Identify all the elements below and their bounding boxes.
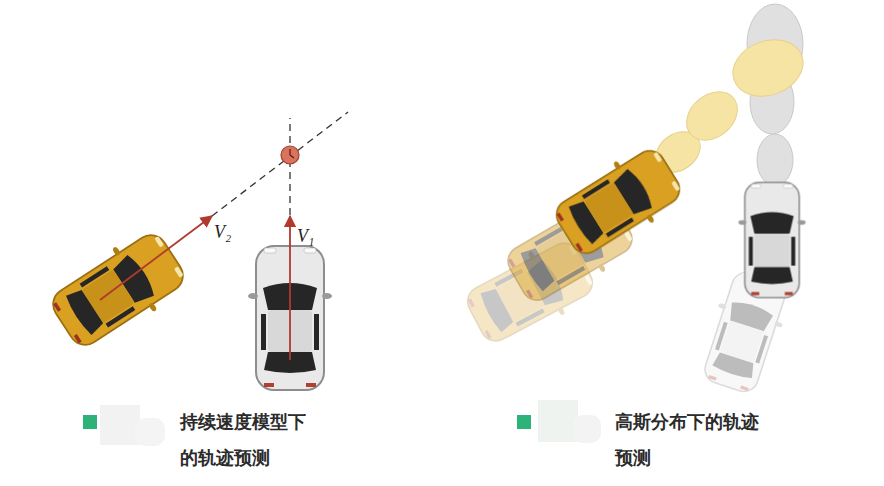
collision-point bbox=[281, 146, 299, 164]
watermark bbox=[135, 418, 165, 446]
dashed-path bbox=[289, 118, 290, 215]
legend-swatch bbox=[83, 415, 97, 429]
white-car bbox=[738, 182, 805, 297]
caption-text: 持续速度模型下 的轨迹预测 bbox=[180, 404, 322, 476]
velocity-arrow bbox=[289, 216, 291, 360]
velocity-label: V₁ bbox=[297, 226, 314, 246]
gaussian-ellipses bbox=[648, 4, 811, 186]
watermark bbox=[573, 415, 601, 443]
watermark bbox=[100, 405, 140, 445]
yellow-car bbox=[43, 223, 193, 357]
yellow-car bbox=[547, 139, 689, 264]
dashed-path bbox=[212, 112, 348, 216]
legend-swatch bbox=[517, 415, 531, 429]
caption-text: 高斯分布下的轨迹 预测 bbox=[615, 404, 767, 476]
velocity-arrow bbox=[100, 216, 212, 300]
watermark bbox=[538, 400, 578, 442]
velocity-label: V₂ bbox=[214, 222, 231, 242]
